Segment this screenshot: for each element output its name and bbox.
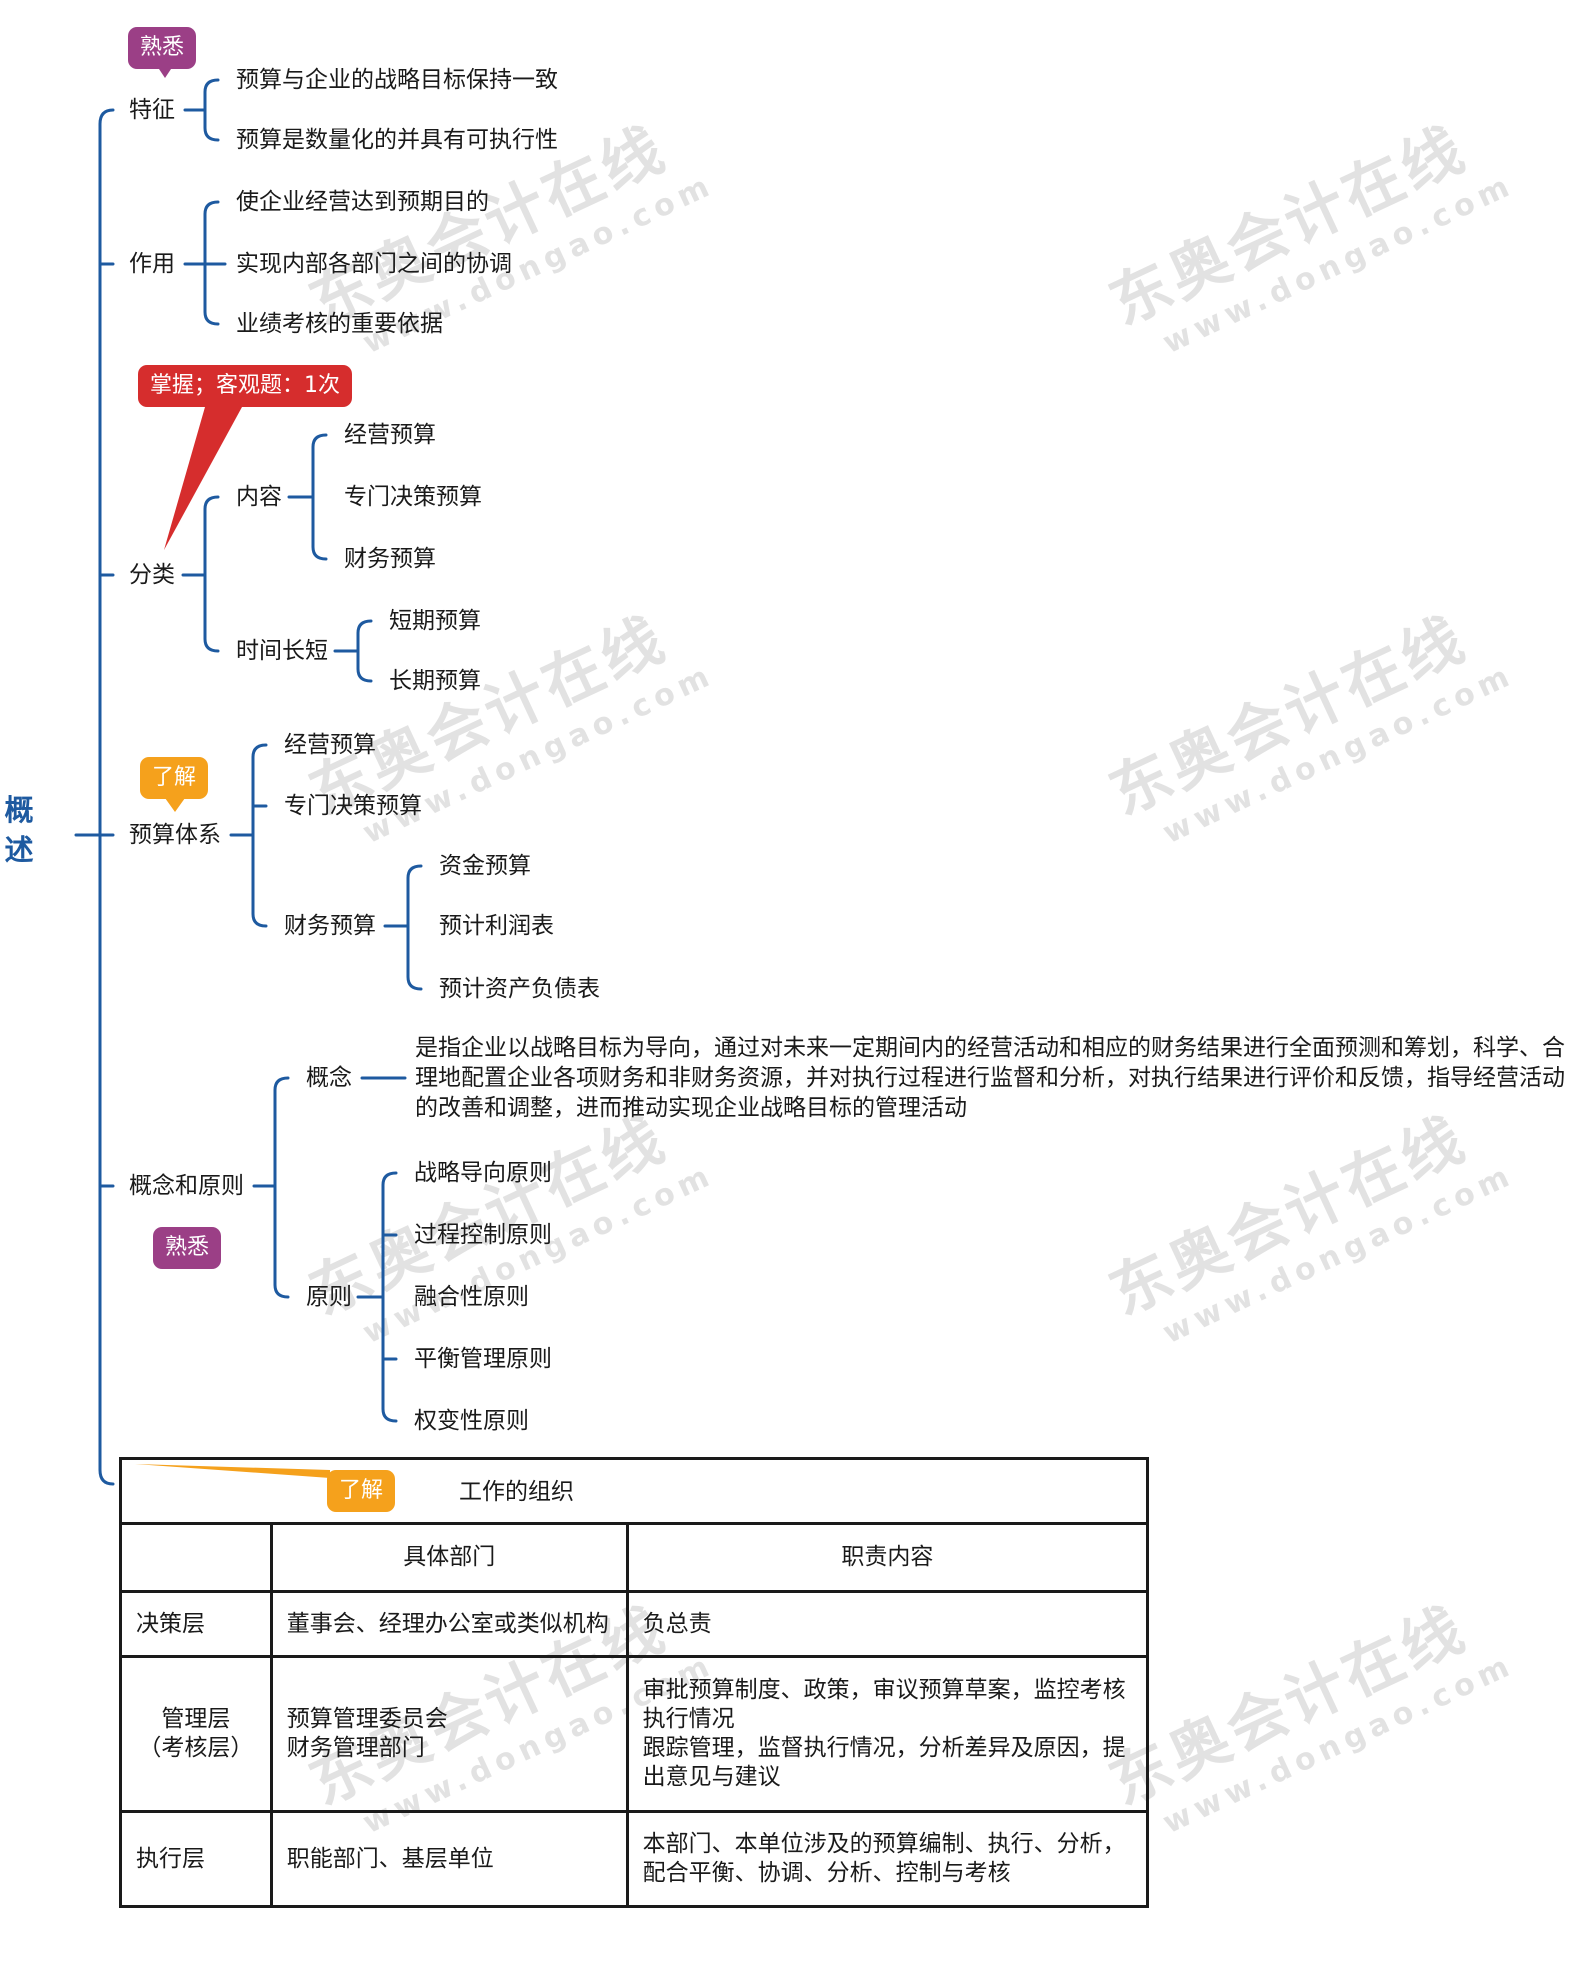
node-system: 预算体系 <box>129 822 221 848</box>
leaf-feature: 预算是数量化的并具有可执行性 <box>236 127 558 153</box>
dept-cell: 董事会、经理办公室或类似机构 <box>269 1590 629 1658</box>
table-header-cell: 具体部门 <box>269 1522 629 1593</box>
node-features: 特征 <box>129 97 175 123</box>
leaf-principle: 平衡管理原则 <box>414 1346 552 1372</box>
leaf-content: 经营预算 <box>344 422 436 448</box>
dept-cell: 预算管理委员会 财务管理部门 <box>269 1655 629 1813</box>
table-row: 执行层 职能部门、基层单位 本部门、本单位涉及的预算编制、执行、分析，配合平衡、… <box>119 1810 1150 1908</box>
organization-table: 了解 工作的组织 具体部门 职责内容 决策层 董事会、经理办公室或类似机构 负总… <box>119 1457 1150 1908</box>
duty-line: 本部门、本单位涉及的预算编制、执行、分析，配合平衡、协调、分析、控制与考核 <box>642 1831 1126 1886</box>
leaf-role: 实现内部各部门之间的协调 <box>236 251 512 277</box>
node-principles: 原则 <box>306 1284 352 1310</box>
leaf-financial: 预计资产负债表 <box>439 976 600 1002</box>
leaf-content: 财务预算 <box>344 546 436 572</box>
leaf-system: 经营预算 <box>284 732 376 758</box>
table-caption: 了解 工作的组织 <box>119 1457 1149 1525</box>
node-duration: 时间长短 <box>236 638 328 664</box>
node-concept: 概念 <box>306 1065 352 1091</box>
dept-line: 职能部门、基层单位 <box>286 1845 494 1872</box>
table-row: 决策层 董事会、经理办公室或类似机构 负总责 <box>119 1590 1150 1658</box>
root-node: 概述 <box>4 793 34 867</box>
leaf-principle: 融合性原则 <box>414 1284 529 1310</box>
badge-master: 掌握；客观题：1次 <box>138 365 352 407</box>
badge-familiar: 熟悉 <box>153 1227 222 1269</box>
table-row: 管理层 （考核层） 预算管理委员会 财务管理部门 审批预算制度、政策，审议预算草… <box>119 1655 1150 1813</box>
concept-definition: 是指企业以战略目标为导向，通过对未来一定期间内的经营活动和相应的财务结果进行全面… <box>415 1035 1565 1121</box>
leaf-principle: 战略导向原则 <box>414 1160 552 1186</box>
leaf-system: 专门决策预算 <box>284 793 422 819</box>
badge-understand: 了解 <box>140 757 209 799</box>
duty-line: 负总责 <box>642 1610 712 1637</box>
leaf-financial: 预计利润表 <box>439 913 554 939</box>
duty-line: 审批预算制度、政策，审议预算草案，监控考核执行情况 <box>642 1677 1126 1732</box>
node-roles: 作用 <box>129 251 175 277</box>
duty-line: 跟踪管理，监督执行情况，分析差异及原因，提出意见与建议 <box>642 1735 1126 1790</box>
badge-familiar: 熟悉 <box>128 27 197 69</box>
leaf-financial: 资金预算 <box>439 853 531 879</box>
table-header-cell <box>119 1522 273 1593</box>
duty-cell: 负总责 <box>625 1590 1150 1658</box>
dept-line: 财务管理部门 <box>286 1735 425 1761</box>
dept-line: 预算管理委员会 <box>286 1706 448 1732</box>
node-content: 内容 <box>236 484 282 510</box>
badge-understand: 了解 <box>327 1470 396 1512</box>
leaf-duration: 短期预算 <box>389 608 481 634</box>
leaf-content: 专门决策预算 <box>344 484 482 510</box>
leaf-principle: 权变性原则 <box>414 1408 529 1434</box>
table-header-cell: 职责内容 <box>625 1522 1150 1593</box>
leaf-role: 业绩考核的重要依据 <box>236 311 443 337</box>
node-concept-principles: 概念和原则 <box>129 1173 244 1199</box>
level-cell: 决策层 <box>119 1590 273 1658</box>
node-classification: 分类 <box>129 562 175 588</box>
level-cell: 管理层 （考核层） <box>119 1655 273 1813</box>
dept-line: 董事会、经理办公室或类似机构 <box>286 1610 609 1637</box>
node-financial: 财务预算 <box>284 913 376 939</box>
level-cell: 执行层 <box>119 1810 273 1908</box>
duty-cell: 本部门、本单位涉及的预算编制、执行、分析，配合平衡、协调、分析、控制与考核 <box>625 1810 1150 1908</box>
leaf-role: 使企业经营达到预期目的 <box>236 189 489 215</box>
table-title: 工作的组织 <box>459 1479 574 1505</box>
leaf-principle: 过程控制原则 <box>414 1222 552 1248</box>
duty-cell: 审批预算制度、政策，审议预算草案，监控考核执行情况 跟踪管理，监督执行情况，分析… <box>625 1655 1150 1813</box>
leaf-duration: 长期预算 <box>389 668 481 694</box>
leaf-feature: 预算与企业的战略目标保持一致 <box>236 67 558 93</box>
dept-cell: 职能部门、基层单位 <box>269 1810 629 1908</box>
